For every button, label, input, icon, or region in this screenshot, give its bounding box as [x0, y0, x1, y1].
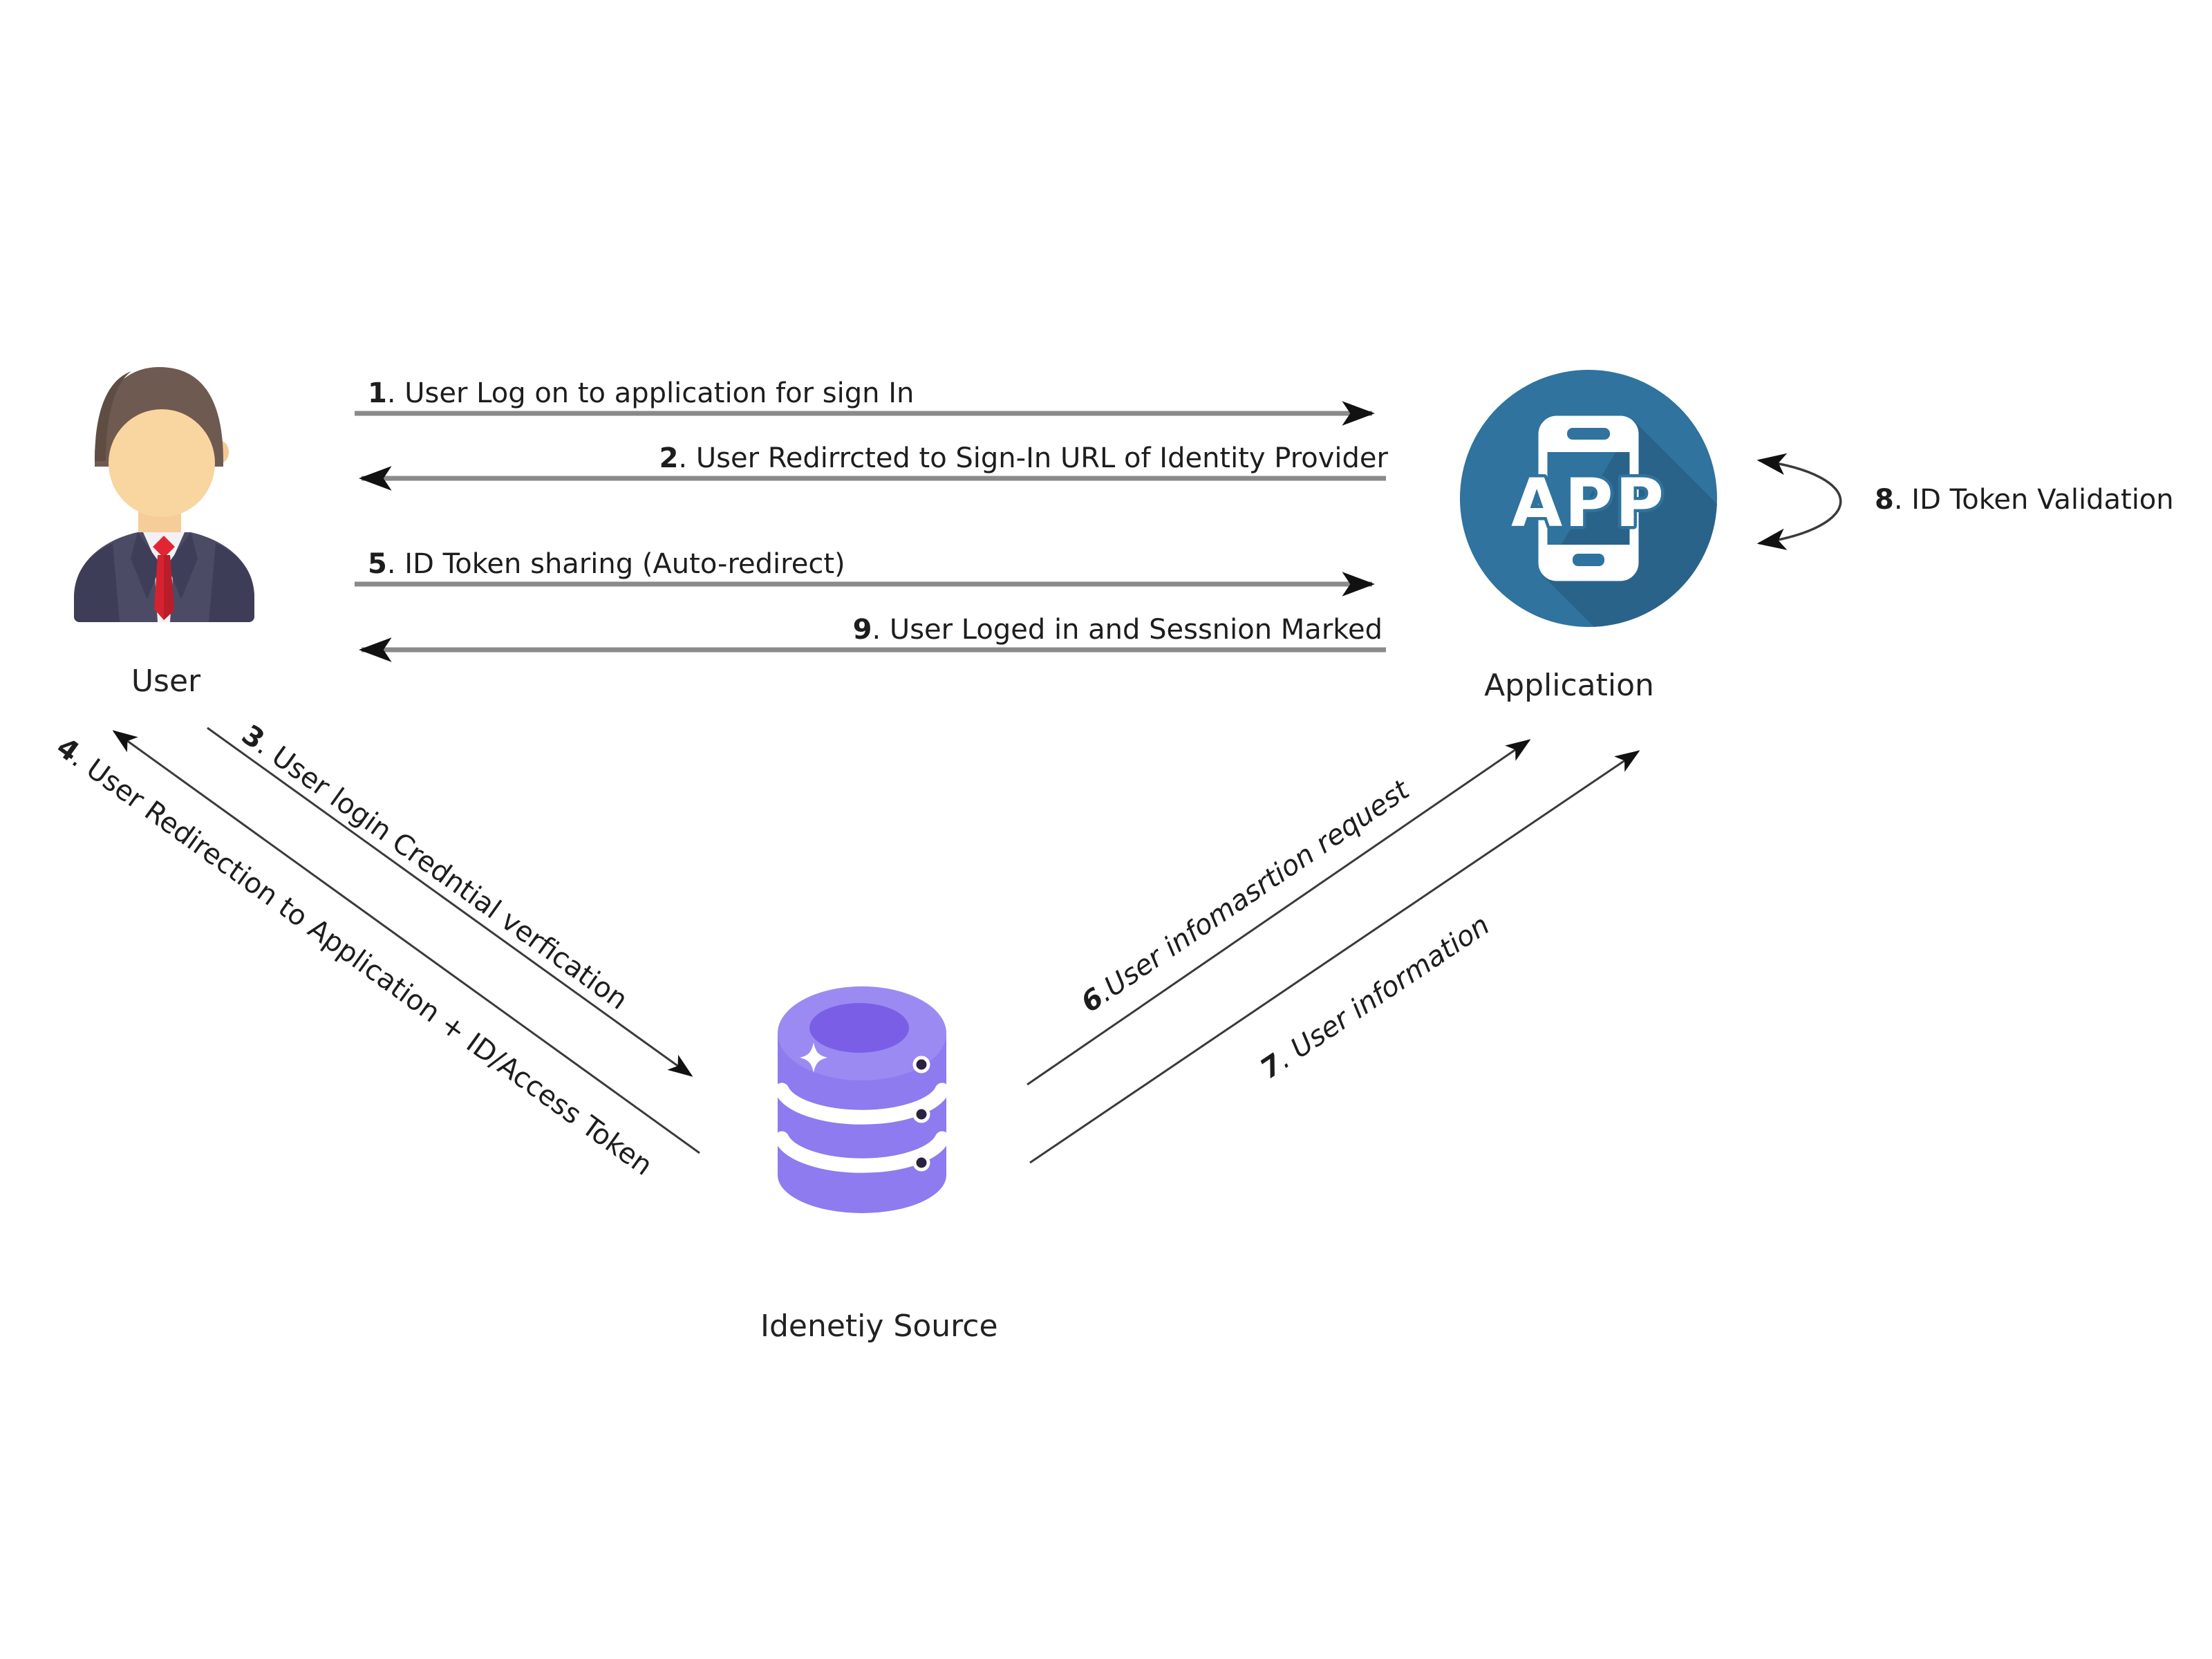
app-icon-text: APP: [1511, 465, 1666, 542]
tie-tail-shade: [164, 555, 174, 620]
db-top-hole: [809, 1003, 909, 1053]
user-label: User: [131, 664, 201, 699]
suit-arm-left: [74, 543, 120, 622]
arrow-6: [1027, 739, 1531, 1086]
message-5: 5. ID Token sharing (Auto-redirect): [368, 548, 845, 580]
suit-arm-right: [209, 543, 254, 622]
message-9: 9. User Loged in and Sessnion Marked: [852, 614, 1382, 646]
db-gap-2: [774, 1131, 950, 1173]
application-label: Application: [1484, 668, 1654, 703]
db-gap-1: [774, 1082, 950, 1125]
identity-source-label: Idenetiy Source: [760, 1309, 998, 1344]
db-dot-3: [912, 1154, 930, 1172]
app-phone-icon: APP: [1460, 370, 1717, 627]
message-2: 2. User Redirrcted to Sign-In URL of Ide…: [659, 442, 1388, 474]
face: [109, 409, 215, 517]
message-8: 8. ID Token Validation: [1875, 484, 2174, 516]
businessman-avatar-icon: [74, 367, 254, 622]
db-dot-2: [912, 1105, 930, 1123]
arrow-7: [1029, 750, 1640, 1164]
tie-knot: [153, 536, 175, 558]
database-icon: [774, 986, 950, 1213]
message-1: 1. User Log on to application for sign I…: [368, 377, 915, 409]
arrow-3: [207, 727, 693, 1077]
arrow-8-selfloop: [1756, 453, 1842, 550]
lapel-right: [167, 532, 198, 599]
arrow-4: [112, 730, 700, 1154]
phone-icon: [1538, 415, 1639, 581]
hair-side-shade: [95, 371, 131, 461]
lapel-left: [131, 532, 161, 599]
db-dot-1: [912, 1056, 930, 1074]
sparkle-icon: [800, 1042, 827, 1073]
